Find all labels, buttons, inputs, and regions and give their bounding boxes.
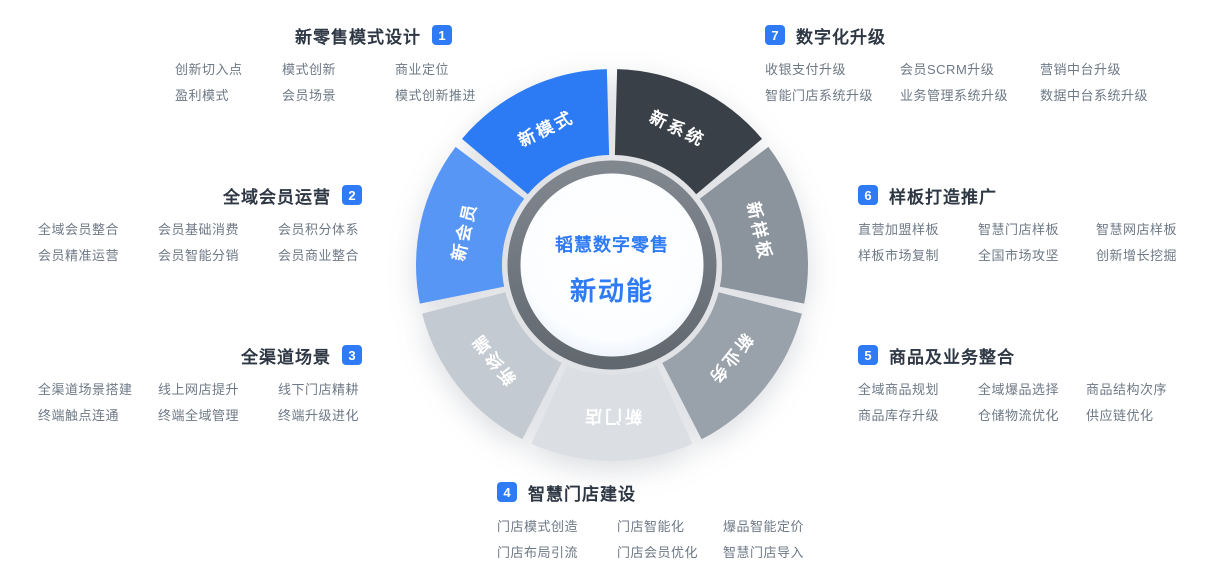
section-item: 门店模式创造 (497, 519, 579, 534)
section-item: 智能门店系统升级 (765, 88, 874, 103)
section-item: 爆品智能定价 (723, 519, 805, 534)
section-item: 会员商业整合 (278, 248, 360, 263)
section-header: 全渠道场景 3 (38, 345, 362, 367)
section-items: 全域商品规划 全域爆品选择 商品结构次序 商品库存升级 仓储物流优化 供应链优化 (858, 381, 1167, 425)
section-item: 全域爆品选择 (978, 382, 1060, 397)
wheel-segment-6 (416, 146, 525, 304)
section-title: 数字化升级 (796, 27, 886, 47)
section-item: 收银支付升级 (765, 62, 847, 77)
section-item: 供应链优化 (1086, 408, 1154, 423)
section-item: 线上网店提升 (158, 382, 240, 397)
section-omnichannel-scene: 全渠道场景 3 全渠道场景搭建 线上网店提升 线下门店精耕 终端触点连通 终端全… (38, 345, 362, 425)
section-title: 智慧门店建设 (528, 484, 636, 504)
section-new-retail-model-design: 新零售模式设计 1 创新切入点 模式创新 商业定位 盈利模式 会员场景 模式创新… (175, 25, 476, 105)
section-item: 会员积分体系 (278, 222, 360, 237)
section-item: 全域会员整合 (38, 222, 120, 237)
section-item: 模式创新 (282, 62, 337, 77)
section-item: 商品结构次序 (1086, 382, 1168, 397)
section-item: 商业定位 (395, 62, 450, 77)
wheel-segment-4 (531, 365, 693, 462)
section-item: 仓储物流优化 (978, 408, 1060, 423)
section-number-badge: 7 (765, 25, 785, 45)
section-item: 业务管理系统升级 (900, 88, 1009, 103)
section-item: 智慧网店样板 (1096, 222, 1178, 237)
section-number-badge: 4 (497, 482, 517, 502)
section-item: 智慧门店导入 (723, 545, 805, 560)
section-smart-store: 4 智慧门店建设 门店模式创造 门店智能化 爆品智能定价 门店布局引流 门店会员… (497, 482, 804, 562)
section-title: 商品及业务整合 (889, 347, 1015, 367)
section-item: 营销中台升级 (1040, 62, 1122, 77)
section-item: 样板市场复制 (858, 248, 940, 263)
section-header: 5 商品及业务整合 (858, 345, 1167, 367)
section-item: 门店智能化 (617, 519, 685, 534)
section-item: 会员基础消费 (158, 222, 240, 237)
section-item: 创新增长挖掘 (1096, 248, 1178, 263)
section-title: 全渠道场景 (241, 347, 331, 367)
section-items: 收银支付升级 会员SCRM升级 营销中台升级 智能门店系统升级 业务管理系统升级… (765, 61, 1148, 105)
section-title: 新零售模式设计 (295, 27, 421, 47)
section-model-promotion: 6 样板打造推广 直营加盟样板 智慧门店样板 智慧网店样板 样板市场复制 全国市… (858, 185, 1177, 265)
wheel-segment-7 (462, 69, 610, 195)
section-title: 全域会员运营 (223, 187, 331, 207)
section-items: 创新切入点 模式创新 商业定位 盈利模式 会员场景 模式创新推进 (175, 61, 476, 105)
section-item: 全国市场攻坚 (978, 248, 1060, 263)
wheel-segment-3 (662, 292, 802, 440)
section-member-operation: 全域会员运营 2 全域会员整合 会员基础消费 会员积分体系 会员精准运营 会员智… (38, 185, 362, 265)
section-item: 终端全域管理 (158, 408, 240, 423)
section-title: 样板打造推广 (889, 187, 997, 207)
section-item: 商品库存升级 (858, 408, 940, 423)
section-number-badge: 6 (858, 185, 878, 205)
section-item: 终端触点连通 (38, 408, 120, 423)
section-item: 终端升级进化 (278, 408, 360, 423)
section-header: 新零售模式设计 1 (175, 25, 452, 47)
section-item: 数据中台系统升级 (1040, 88, 1149, 103)
section-header: 7 数字化升级 (765, 25, 1148, 47)
section-item: 直营加盟样板 (858, 222, 940, 237)
section-item: 会员场景 (282, 88, 337, 103)
section-item: 智慧门店样板 (978, 222, 1060, 237)
section-digital-upgrade: 7 数字化升级 收银支付升级 会员SCRM升级 营销中台升级 智能门店系统升级 … (765, 25, 1148, 105)
wheel-segment-5 (422, 292, 562, 440)
section-number-badge: 5 (858, 345, 878, 365)
wheel-segment-2 (699, 146, 808, 304)
wheel-segment-1 (614, 69, 762, 195)
section-header: 4 智慧门店建设 (497, 482, 804, 504)
section-items: 直营加盟样板 智慧门店样板 智慧网店样板 样板市场复制 全国市场攻坚 创新增长挖… (858, 221, 1177, 265)
section-item: 盈利模式 (175, 88, 230, 103)
section-item: 会员智能分销 (158, 248, 240, 263)
section-item: 会员精准运营 (38, 248, 120, 263)
section-item: 全渠道场景搭建 (38, 382, 133, 397)
section-item: 模式创新推进 (395, 88, 477, 103)
section-item: 会员SCRM升级 (900, 62, 995, 77)
section-items: 全渠道场景搭建 线上网店提升 线下门店精耕 终端触点连通 终端全域管理 终端升级… (38, 381, 362, 425)
section-product-business-integration: 5 商品及业务整合 全域商品规划 全域爆品选择 商品结构次序 商品库存升级 仓储… (858, 345, 1167, 425)
section-item: 全域商品规划 (858, 382, 940, 397)
section-number-badge: 2 (342, 185, 362, 205)
wheel-center-disc (520, 173, 704, 357)
section-item: 门店布局引流 (497, 545, 579, 560)
section-item: 门店会员优化 (617, 545, 699, 560)
strategy-wheel: 新系统新样板新业务新门店新终端新会员新模式 韬慧数字零售 新动能 (392, 45, 832, 485)
wheel-ring (507, 160, 717, 370)
section-number-badge: 1 (432, 25, 452, 45)
section-item: 创新切入点 (175, 62, 243, 77)
section-header: 全域会员运营 2 (38, 185, 362, 207)
wheel-segment-label: 新门店 (582, 407, 642, 427)
section-items: 全域会员整合 会员基础消费 会员积分体系 会员精准运营 会员智能分销 会员商业整… (38, 221, 362, 265)
section-item: 线下门店精耕 (278, 382, 360, 397)
section-header: 6 样板打造推广 (858, 185, 1177, 207)
section-items: 门店模式创造 门店智能化 爆品智能定价 门店布局引流 门店会员优化 智慧门店导入 (497, 518, 804, 562)
section-number-badge: 3 (342, 345, 362, 365)
